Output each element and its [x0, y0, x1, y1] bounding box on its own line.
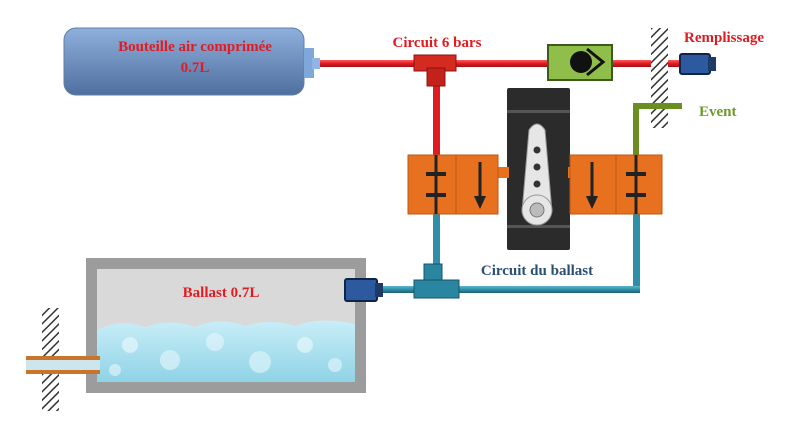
bottle-label-line2: 0.7L: [181, 60, 210, 76]
pressure-circuit-pipes: [318, 54, 682, 162]
ballast-connector: [344, 278, 383, 302]
servo-link-left: [497, 167, 509, 178]
ballast-label: Ballast 0.7L: [183, 285, 260, 301]
check-valve-icon: [547, 44, 613, 81]
circuit-6bars-label: Circuit 6 bars: [393, 35, 482, 51]
air-bottle: Bouteille air comprimée 0.7L: [63, 27, 320, 96]
bottle-label-line1: Bouteille air comprimée: [118, 39, 272, 55]
vent-pipe: [633, 103, 682, 162]
ballast-circuit-label: Circuit du ballast: [481, 263, 593, 279]
right-valve-icon: [569, 154, 663, 215]
vent-label: Event: [699, 104, 737, 120]
refill-connector: [679, 53, 716, 75]
ballast-circuit-pipes: [380, 212, 640, 299]
ballast-tank: Ballast 0.7L: [86, 258, 366, 393]
right-wall-hatch: [651, 28, 668, 128]
refill-label: Remplissage: [684, 30, 764, 46]
drain-tube: [26, 356, 100, 374]
servo-motor-icon: [507, 88, 570, 250]
left-valve-icon: [407, 154, 499, 215]
